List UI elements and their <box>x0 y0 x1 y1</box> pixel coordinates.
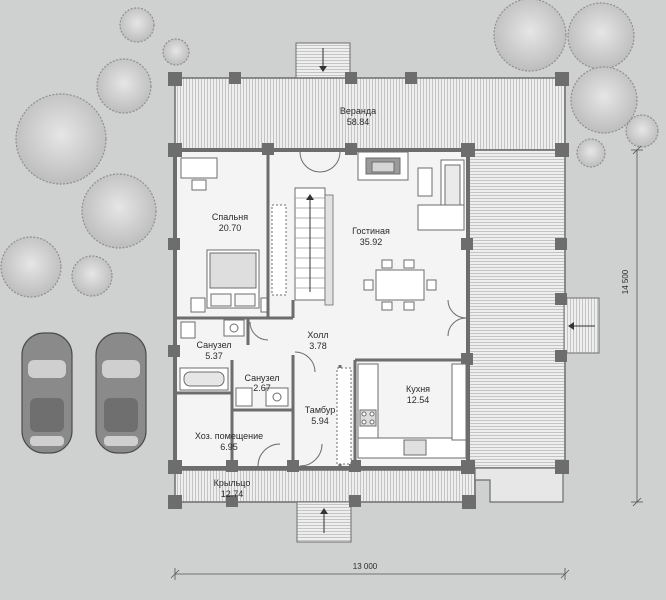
door-icon <box>447 299 467 337</box>
tree-icon <box>96 58 152 114</box>
door-icon <box>294 351 316 373</box>
door-icon <box>299 151 341 173</box>
log-posts <box>168 72 569 509</box>
room-name-bath1: Санузел <box>196 340 231 350</box>
room-area-bedroom: 20.70 <box>219 223 242 233</box>
top-stairs <box>295 42 351 80</box>
veranda-deck <box>174 77 566 151</box>
side-deck <box>467 149 566 469</box>
nightstand <box>260 297 268 313</box>
room-area-porch: 12.74 <box>221 489 244 499</box>
tree-icon <box>493 0 567 72</box>
depth-dimension <box>631 145 643 507</box>
room-name-hall: Холл <box>307 330 328 340</box>
room-labels: Веранда 58.84 Спальня 20.70 Гостиная 35.… <box>195 106 430 499</box>
room-name-porch: Крыльцо <box>214 478 251 488</box>
tree-icon <box>81 173 157 249</box>
vestibule-closet <box>336 367 352 465</box>
tree-icon <box>570 66 638 134</box>
fireplace-icon <box>357 151 409 181</box>
bathroom2-fixtures <box>235 387 289 407</box>
car-icon <box>21 332 73 454</box>
porch-corner <box>474 467 564 503</box>
room-name-utility: Хоз. помещение <box>195 431 263 441</box>
room-name-vestibule: Тамбур <box>305 405 336 415</box>
wardrobe <box>271 204 287 296</box>
armchair-icon <box>417 167 433 197</box>
room-name-bedroom: Спальня <box>212 212 248 222</box>
tree-icon <box>625 114 659 148</box>
staircase <box>294 187 334 306</box>
depth-dimension-label: 14 500 <box>621 269 630 294</box>
tree-icon <box>15 93 107 185</box>
door-icon <box>257 443 281 467</box>
room-area-vestibule: 5.94 <box>311 416 329 426</box>
room-name-veranda: Веранда <box>340 106 376 116</box>
desk-icon <box>180 157 218 191</box>
nightstand <box>190 297 206 313</box>
porch-deck <box>174 469 476 503</box>
doors <box>249 151 467 467</box>
tree-icon <box>71 255 113 297</box>
room-name-living: Гостиная <box>352 226 390 236</box>
room-name-kitchen: Кухня <box>406 384 430 394</box>
tree-icon <box>576 138 606 168</box>
sink-icon <box>403 439 427 456</box>
room-area-bath1: 5.37 <box>205 351 223 361</box>
width-dimension <box>170 568 570 580</box>
room-area-bath2: 2.67 <box>253 383 271 393</box>
kitchen-counter <box>357 363 467 459</box>
room-area-living: 35.92 <box>360 237 383 247</box>
room-area-kitchen: 12.54 <box>407 395 430 405</box>
tree-icon <box>119 7 155 43</box>
trees <box>0 0 659 298</box>
tree-icon <box>567 2 635 70</box>
side-stairs <box>563 297 600 354</box>
door-icon <box>299 443 323 467</box>
bathroom-fixtures <box>179 319 245 391</box>
room-area-veranda: 58.84 <box>347 117 370 127</box>
tree-icon <box>162 38 190 66</box>
bottom-stairs <box>296 501 352 543</box>
room-area-utility: 6.95 <box>220 442 238 452</box>
bed-icon <box>206 249 260 309</box>
room-area-hall: 3.78 <box>309 341 327 351</box>
sofa-icon <box>417 159 465 231</box>
door-icon <box>249 321 269 341</box>
width-dimension-label: 13 000 <box>353 562 378 571</box>
tree-icon <box>0 236 62 298</box>
dining-table-icon <box>363 259 437 311</box>
car-icon <box>95 332 147 454</box>
room-name-bath2: Санузел <box>244 373 279 383</box>
